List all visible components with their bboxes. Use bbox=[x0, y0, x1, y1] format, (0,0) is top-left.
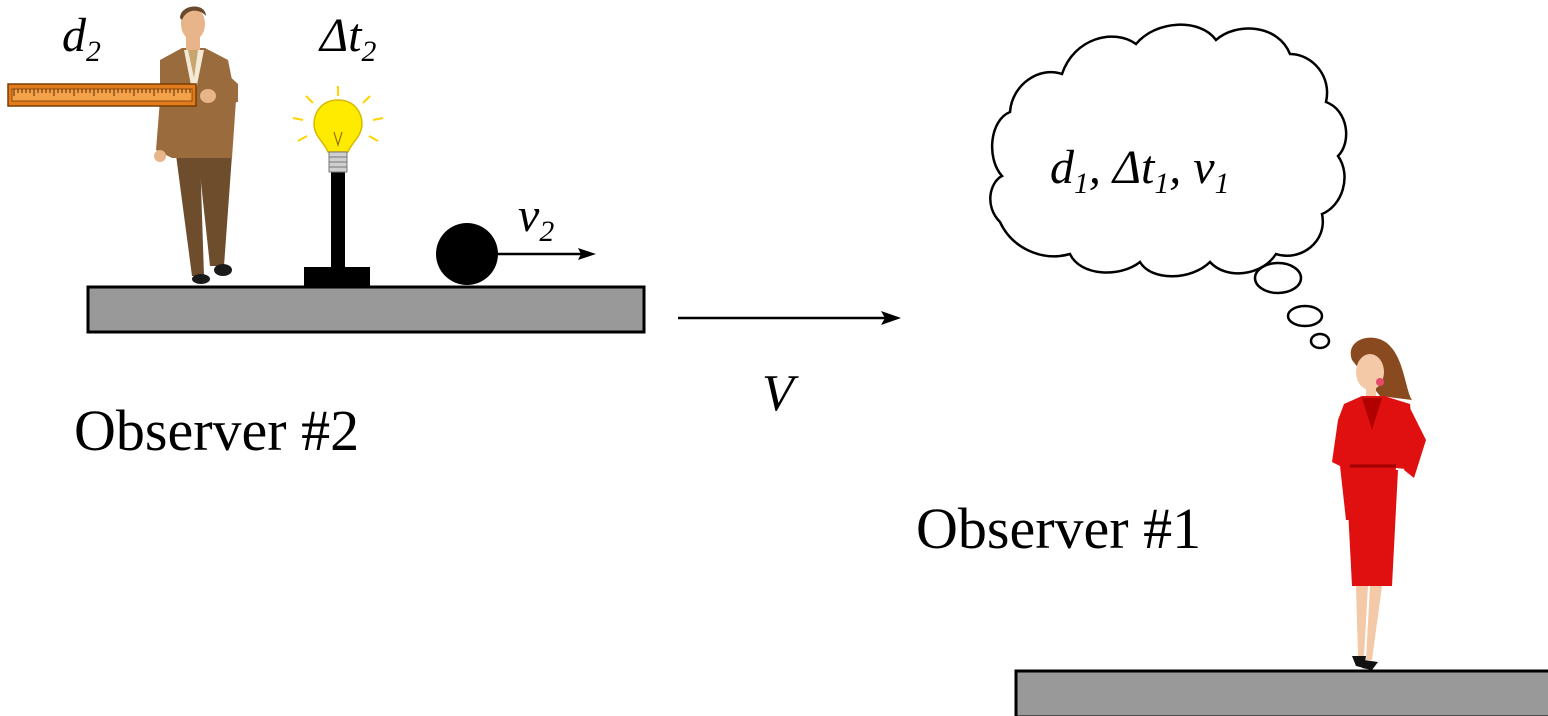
thought-d1: d1, bbox=[1050, 141, 1113, 200]
ball-velocity-label: v2 bbox=[518, 189, 554, 246]
ball-velocity-symbol: v bbox=[518, 189, 540, 242]
frame-velocity-arrow bbox=[678, 311, 901, 325]
lamp-stand bbox=[304, 172, 370, 287]
thought-cloud bbox=[989, 23, 1348, 350]
ruler-label-symbol: d bbox=[62, 9, 86, 62]
ball-velocity-subscript: 2 bbox=[539, 214, 555, 248]
thought-dt1: Δt1, bbox=[1112, 141, 1194, 200]
bulb-label-subscript: 2 bbox=[361, 34, 377, 68]
ball bbox=[436, 223, 498, 285]
woman-figure bbox=[1332, 337, 1426, 670]
ruler bbox=[7, 83, 197, 107]
ruler-label: d2 bbox=[62, 9, 101, 66]
ruler-label-subscript: 2 bbox=[86, 34, 101, 68]
observer2-label: Observer #2 bbox=[74, 398, 360, 463]
man-figure bbox=[154, 6, 238, 284]
ball-velocity-arrow bbox=[498, 248, 596, 260]
observer2-platform bbox=[86, 285, 646, 334]
bulb-label-symbol: Δt bbox=[320, 9, 362, 62]
thought-text: d1, Δt1, v1 bbox=[1050, 141, 1230, 200]
thought-v1: v1 bbox=[1193, 141, 1230, 200]
observer1-platform bbox=[1014, 669, 1548, 716]
lightbulb-icon bbox=[292, 86, 384, 173]
frame-velocity-label: V bbox=[762, 365, 794, 422]
observer1-label: Observer #1 bbox=[916, 496, 1202, 561]
bulb-label: Δt2 bbox=[320, 9, 376, 66]
